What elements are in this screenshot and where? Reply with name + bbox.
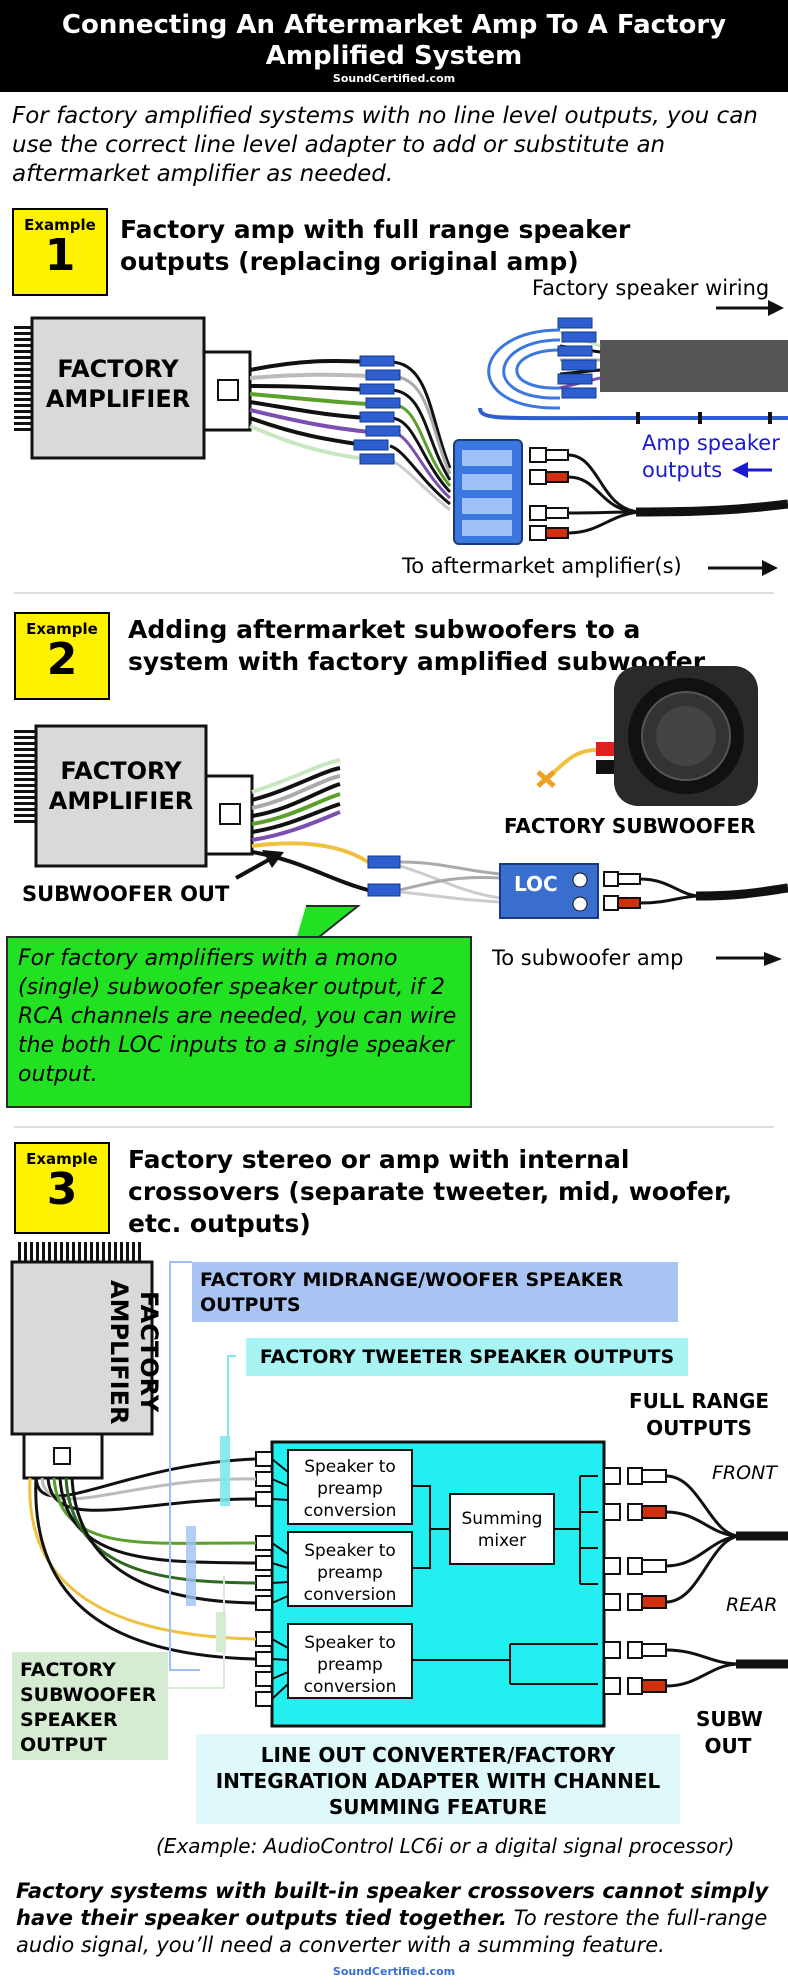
example-1-heading: Factory amp with full range speaker outp… bbox=[120, 215, 631, 276]
conversion-box-1: Speaker to preamp conversion bbox=[303, 1457, 397, 1521]
footer-rest: To restore the full-range audio signal, … bbox=[16, 1906, 768, 1957]
intro-text: For factory amplified systems with no li… bbox=[12, 103, 758, 187]
footer-bold: Factory systems with built-in speaker cr… bbox=[16, 1879, 769, 1930]
summing-mixer-box: Summing mixer bbox=[461, 1509, 543, 1551]
converter-label: LINE OUT CONVERTER/FACTORY INTEGRATION A… bbox=[196, 1734, 680, 1824]
example-2-heading: Adding aftermarket subwoofers to a syste… bbox=[128, 615, 706, 676]
example-note: (Example: AudioControl LC6i or a digital… bbox=[156, 1834, 735, 1858]
rear-label: REAR bbox=[726, 1594, 778, 1616]
factory-subwoofer-label: FACTORY SUBWOOFER bbox=[504, 814, 756, 838]
example-1-badge: Example 1 bbox=[12, 208, 108, 296]
tweeter-outputs-label: FACTORY TWEETER SPEAKER OUTPUTS bbox=[246, 1338, 688, 1376]
front-label: FRONT bbox=[712, 1462, 777, 1484]
footer-site: SoundCertified.com bbox=[332, 1965, 456, 1978]
example-2-diagram bbox=[14, 666, 788, 960]
conversion-box-2: Speaker to preamp conversion bbox=[303, 1541, 397, 1605]
example-1-diagram bbox=[14, 300, 788, 576]
factory-speaker-wiring-label: Factory speaker wiring bbox=[532, 276, 770, 300]
footer-text: Factory systems with built-in speaker cr… bbox=[16, 1878, 776, 1959]
midrange-woofer-label: FACTORY MIDRANGE/WOOFER SPEAKER OUTPUTS bbox=[192, 1262, 678, 1322]
sub-speaker-output-label: FACTORY SUBWOOFER SPEAKER OUTPUT bbox=[12, 1652, 168, 1760]
divider-2 bbox=[14, 1126, 774, 1128]
to-sub-amp-arrowhead bbox=[764, 952, 782, 966]
example-1-amp-label: FACTORY AMPLIFIER bbox=[45, 355, 191, 413]
amp-speaker-outputs-label: Amp speaker outputs bbox=[642, 431, 780, 482]
site-name: SoundCertified.com bbox=[332, 72, 456, 85]
example-3-diagram bbox=[10, 1242, 788, 1728]
subwoofer-out-label: SUBWOOFER OUT bbox=[22, 882, 230, 906]
page-title: Connecting An Aftermarket Amp To A Facto… bbox=[61, 10, 727, 71]
full-range-outputs-label: FULL RANGE OUTPUTS bbox=[628, 1389, 770, 1440]
subw-out-label: SUBW OUT bbox=[696, 1707, 763, 1758]
example-2-badge: Example 2 bbox=[14, 612, 110, 700]
example-3-heading: Factory stereo or amp with internal cros… bbox=[128, 1145, 733, 1238]
to-subwoofer-amp-label: To subwoofer amp bbox=[492, 946, 684, 970]
example-3-badge: Example 3 bbox=[14, 1142, 110, 1234]
example-3-amp-label: FACTORY AMPLIFIER bbox=[105, 1279, 163, 1425]
header-banner: Connecting An Aftermarket Amp To A Facto… bbox=[0, 0, 788, 92]
example-2-amp-label: FACTORY AMPLIFIER bbox=[48, 757, 194, 815]
loc-label: LOC bbox=[514, 872, 558, 896]
divider-1 bbox=[14, 592, 774, 594]
mono-sub-callout: For factory amplifiers with a mono (sing… bbox=[6, 936, 472, 1108]
conversion-box-3: Speaker to preamp conversion bbox=[303, 1633, 397, 1697]
to-aftermarket-amp-label: To aftermarket amplifier(s) bbox=[402, 554, 682, 578]
